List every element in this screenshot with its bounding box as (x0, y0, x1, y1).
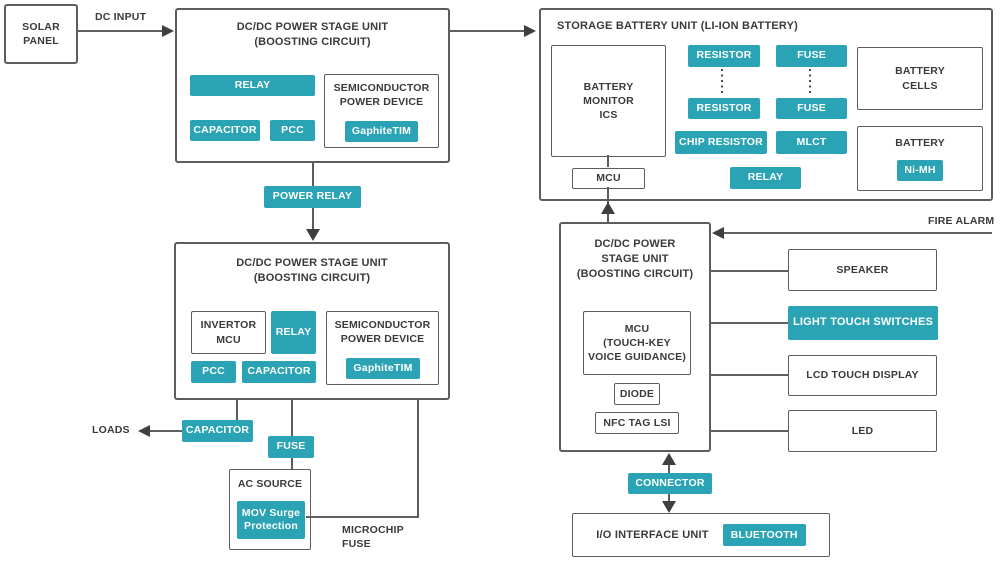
solar-panel-label: SOLAR PANEL (22, 20, 60, 47)
unit1-relay: RELAY (190, 75, 315, 96)
output-fuse: FUSE (268, 436, 314, 458)
unit2-invertor-mcu-label: INVERTOR MCU (200, 319, 257, 346)
speaker-box: SPEAKER (788, 249, 937, 291)
nfc-tag-lsi-box: NFC TAG LSI (595, 412, 679, 434)
lcd-touch-display-label: LCD TOUCH DISPLAY (806, 369, 919, 382)
io-bluetooth: BLUETOOTH (722, 524, 806, 546)
lcd-touch-display-box: LCD TOUCH DISPLAY (788, 355, 937, 396)
unit1-graphite-tim: GaphiteTIM (345, 121, 418, 142)
loads-label: LOADS (92, 424, 130, 436)
battery-label: BATTERY (895, 137, 945, 149)
io-interface-unit-label: I/O INTERFACE UNIT (596, 528, 709, 541)
dcdc-unit1-title: DC/DC POWER STAGE UNIT (BOOSTING CIRCUIT… (236, 21, 389, 48)
io-interface-unit-box: I/O INTERFACE UNIT BLUETOOTH (572, 513, 830, 557)
storage-mlct: MLCT (776, 131, 847, 154)
storage-relay: RELAY (730, 167, 801, 189)
diode-box: DIODE (614, 383, 660, 405)
dcdc-unit2-title: DC/DC POWER STAGE UNIT (BOOSTING CIRCUIT… (236, 257, 388, 284)
arrow-into-storage (524, 25, 536, 37)
unit1-semiconductor-box: SEMICONDUCTOR POWER DEVICE GaphiteTIM (324, 74, 439, 148)
arrow-to-loads (138, 425, 150, 437)
led-box: LED (788, 410, 937, 452)
storage-resistor-top: RESISTOR (688, 45, 760, 67)
wire-unit2-mov (306, 400, 419, 518)
fire-alarm-label: FIRE ALARM (928, 215, 995, 227)
storage-chip-resistor: CHIP RESISTOR (675, 131, 767, 154)
battery-cells-label: BATTERY CELLS (895, 65, 945, 92)
light-touch-switches: LIGHT TOUCH SWITCHES (788, 306, 938, 340)
storage-battery-title: STORAGE BATTERY UNIT (LI-ION BATTERY) (557, 20, 799, 32)
arrow-into-unit2 (306, 229, 320, 241)
unit2-semiconductor-box: SEMICONDUCTOR POWER DEVICE GaphiteTIM (326, 311, 439, 385)
battery-monitor-ics-label: BATTERY MONITOR ICS (583, 80, 634, 122)
storage-fuse-bottom: FUSE (776, 98, 847, 119)
battery-monitor-ics-box: BATTERY MONITOR ICS (551, 45, 666, 157)
dcdc-unit3-box: DC/DC POWER STAGE UNIT (BOOSTING CIRCUIT… (559, 222, 711, 452)
unit2-pcc: PCC (191, 361, 236, 383)
unit3-mcu-box: MCU (TOUCH-KEY VOICE GUIDANCE) (583, 311, 691, 375)
arrow-fire-alarm (712, 227, 724, 239)
dcdc-unit3-title: DC/DC POWER STAGE UNIT (BOOSTING CIRCUIT… (576, 238, 694, 280)
storage-mcu-box: MCU (572, 168, 645, 189)
output-capacitor: CAPACITOR (182, 420, 253, 442)
dcdc-unit1-box: DC/DC POWER STAGE UNIT (BOOSTING CIRCUIT… (175, 8, 450, 163)
wire-unit3-peripherals (711, 270, 788, 432)
battery-ni-mh: Ni-MH (897, 160, 943, 181)
dcdc-unit2-box: DC/DC POWER STAGE UNIT (BOOSTING CIRCUIT… (174, 242, 450, 400)
storage-fuse-top: FUSE (776, 45, 847, 67)
arrow-up-into-mcu (601, 202, 615, 214)
connector: CONNECTOR (628, 473, 712, 494)
unit1-capacitor: CAPACITOR (190, 120, 260, 141)
dc-input-label: DC INPUT (95, 11, 147, 23)
ac-source-box: AC SOURCE MOV Surge Protection (229, 469, 311, 550)
storage-battery-unit-box: STORAGE BATTERY UNIT (LI-ION BATTERY) BA… (539, 8, 993, 201)
solar-panel-box: SOLAR PANEL (4, 4, 78, 64)
power-relay: POWER RELAY (264, 186, 361, 208)
unit1-semiconductor-label: SEMICONDUCTOR POWER DEVICE (333, 82, 430, 109)
unit2-semiconductor-label: SEMICONDUCTOR POWER DEVICE (334, 319, 431, 346)
mov-surge-protection: MOV Surge Protection (237, 501, 305, 539)
unit3-mcu-label: MCU (TOUCH-KEY VOICE GUIDANCE) (587, 322, 687, 364)
nfc-tag-lsi-label: NFC TAG LSI (603, 416, 671, 429)
microchip-fuse-label: MICROCHIP FUSE (342, 524, 404, 550)
unit2-graphite-tim: GaphiteTIM (346, 358, 420, 379)
speaker-label: SPEAKER (836, 263, 889, 276)
arrow-connector-up (662, 453, 676, 465)
storage-resistor-bottom: RESISTOR (688, 98, 760, 119)
unit2-capacitor: CAPACITOR (242, 361, 316, 383)
storage-mcu-label: MCU (596, 172, 621, 185)
battery-cells-box: BATTERY CELLS (857, 47, 983, 110)
arrow-connector-down (662, 501, 676, 513)
unit2-invertor-mcu-box: INVERTOR MCU (191, 311, 266, 354)
diode-label: DIODE (619, 387, 655, 400)
unit1-pcc: PCC (270, 120, 315, 141)
battery-box: BATTERY Ni-MH (857, 126, 983, 191)
ac-source-label: AC SOURCE (237, 478, 303, 490)
led-label: LED (851, 424, 874, 437)
unit2-relay: RELAY (271, 311, 316, 354)
arrow-dc-input (162, 25, 174, 37)
